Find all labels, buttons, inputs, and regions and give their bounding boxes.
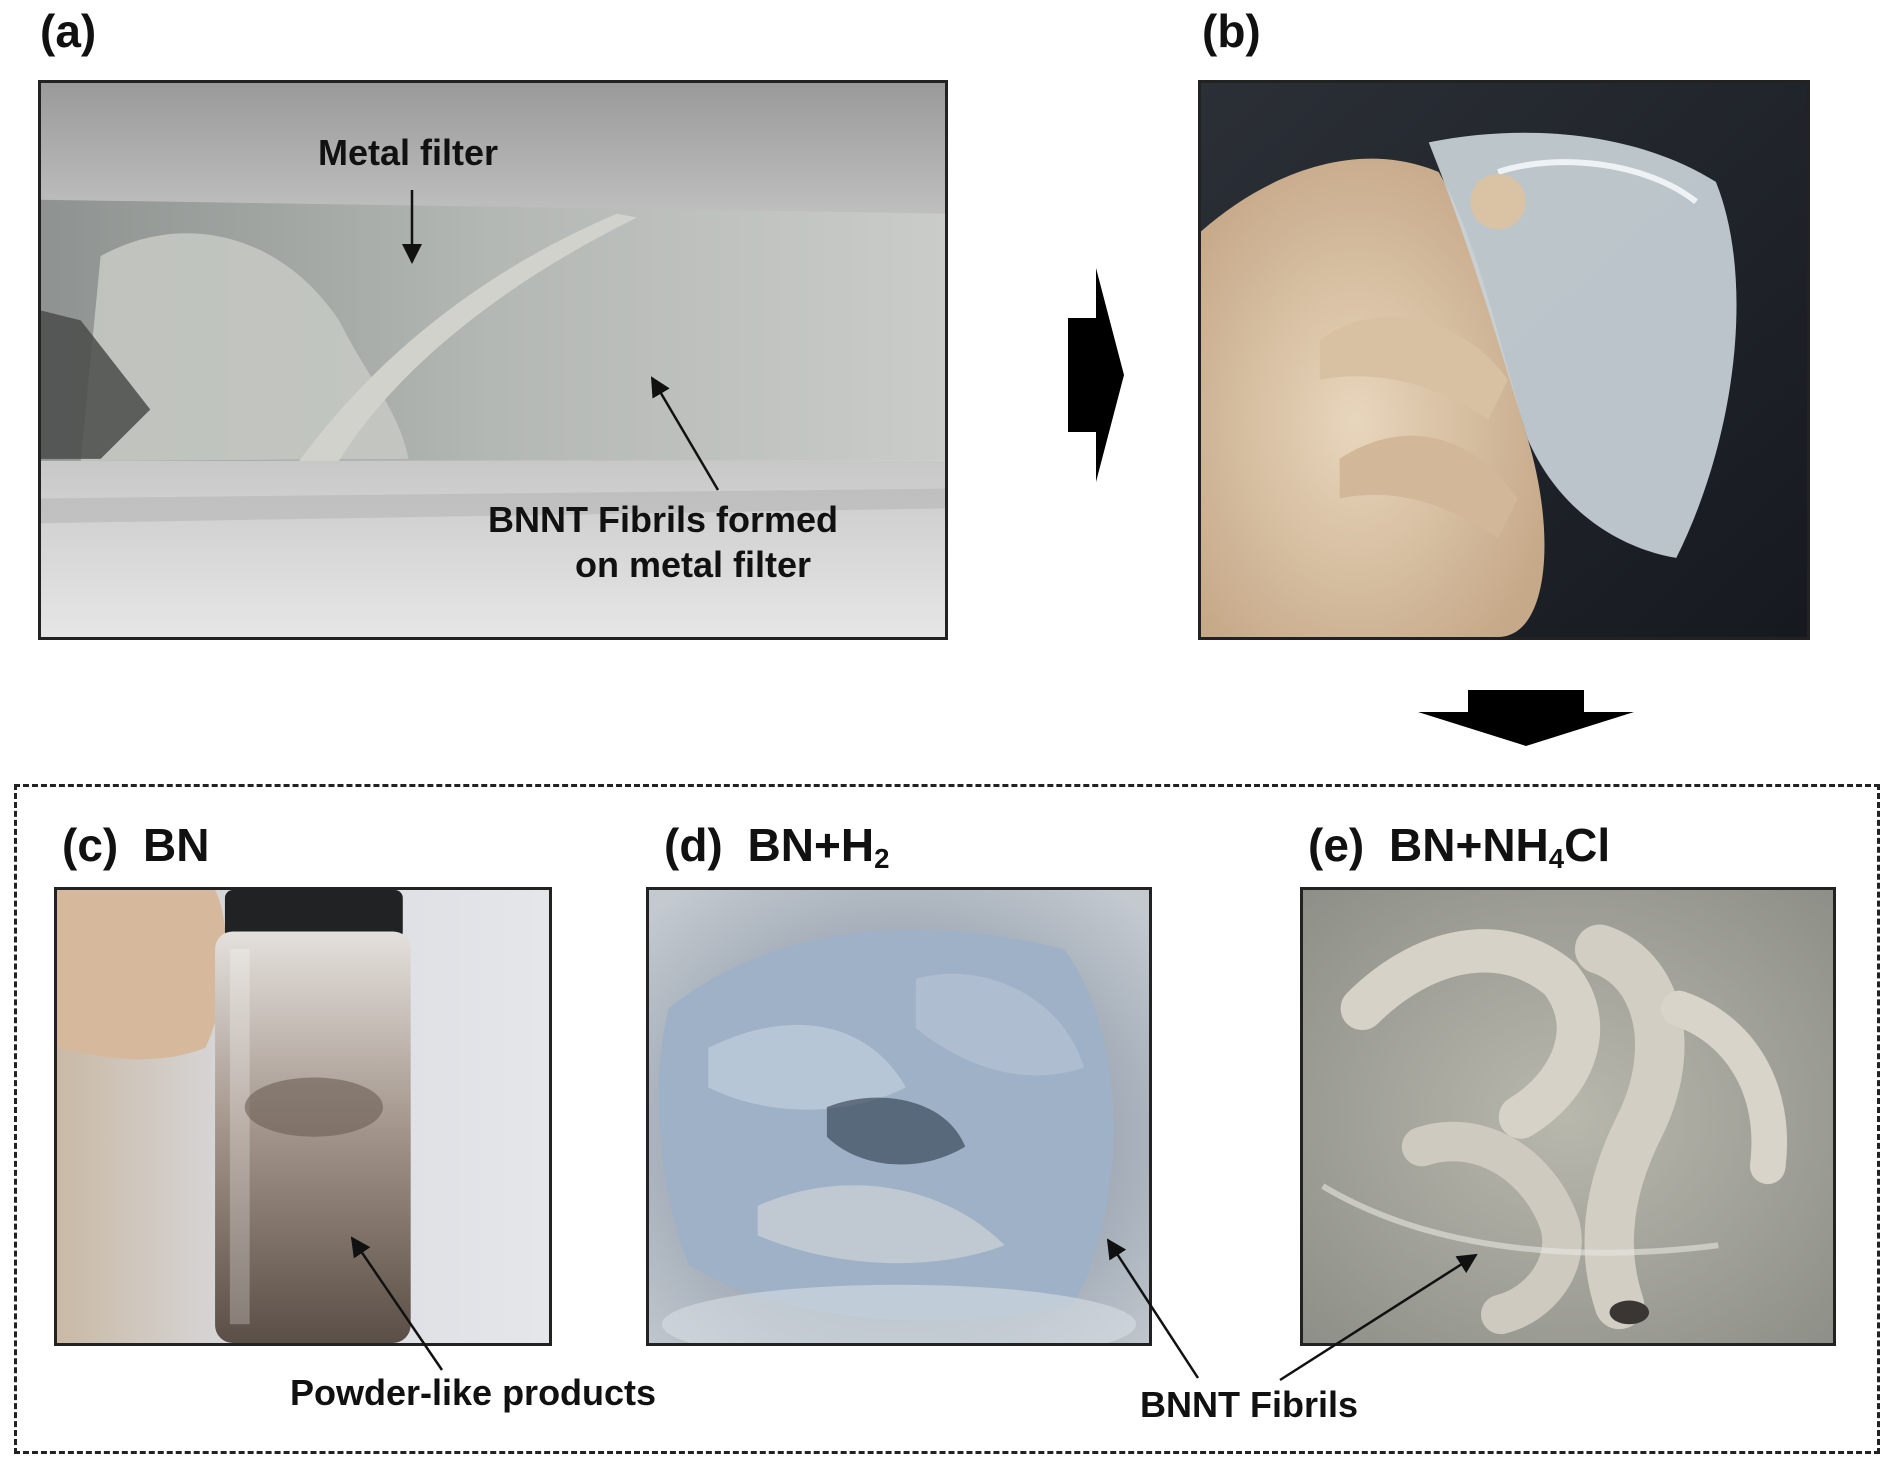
label-bnnt-fibrils: BNNT Fibrils [1140,1384,1359,1425]
photo-fibril-sheet [1198,80,1810,640]
panel-c-title: BN [143,819,210,871]
panel-d-letter: (d) [664,819,723,871]
panel-label-b: (b) [1202,5,1261,57]
label-fibrils-on-filter: BNNT Fibrils formed on metal filter [488,497,838,587]
panel-label-e: (e) BN+NH4Cl [1308,822,1610,872]
label-fibrils-line1: BNNT Fibrils formed [488,499,839,540]
panel-d-title: BN+H [747,819,875,871]
panel-e-letter: (e) [1308,819,1365,871]
label-metal-filter: Metal filter [318,132,499,173]
photo-metal-filter [38,80,948,640]
label-fibrils-line2: on metal filter [574,544,812,585]
arrow-right-icon [1068,268,1124,482]
panel-c-letter: (c) [62,819,119,871]
photo-bn-nh4cl-fibrils [1300,887,1836,1346]
panel-e-title-subscript: 4 [1548,842,1565,874]
photo-bn-powder [54,887,552,1346]
panel-e-title: BN+NH [1389,819,1549,871]
label-powder-products: Powder-like products [290,1372,657,1413]
panel-label-a: (a) [40,5,97,57]
arrow-down-icon [1418,690,1634,746]
panel-label-c: (c) BN [62,822,209,868]
panel-e-title-suffix: Cl [1564,819,1611,871]
panel-label-d: (d) BN+H2 [664,822,889,872]
panel-d-title-subscript: 2 [874,842,890,874]
comparison-box [14,784,1880,1454]
photo-bn-h2-fibrils [646,887,1152,1346]
